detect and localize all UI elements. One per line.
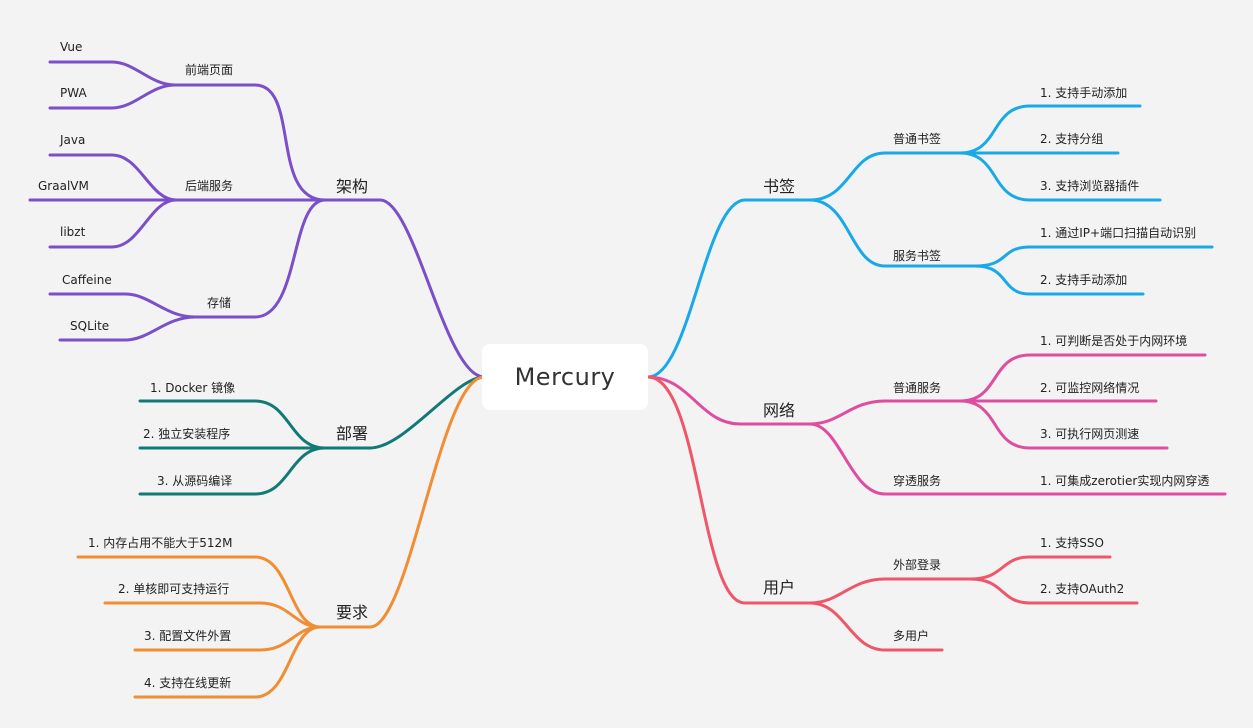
leaf-libzt[interactable]: libzt <box>60 225 86 239</box>
leaf-online-update[interactable]: 4. 支持在线更新 <box>144 676 232 690</box>
leaf-config[interactable]: 3. 配置文件外置 <box>144 629 232 643</box>
users-connectors <box>646 375 1139 652</box>
leaf-oauth2[interactable]: 2. 支持OAuth2 <box>1040 582 1125 596</box>
node-service-bookmarks[interactable]: 服务书签 <box>893 249 942 263</box>
leaf-caffeine[interactable]: Caffeine <box>62 273 112 287</box>
leaf-network-monitor[interactable]: 2. 可监控网络情况 <box>1040 381 1140 395</box>
branch-bookmarks[interactable]: 书签 <box>763 177 796 196</box>
node-external-login[interactable]: 外部登录 <box>893 558 942 572</box>
node-normal-service[interactable]: 普通服务 <box>893 381 942 395</box>
bookmarks-connectors <box>646 104 1214 379</box>
leaf-graalvm[interactable]: GraalVM <box>38 179 89 193</box>
leaf-vue[interactable]: Vue <box>60 40 83 54</box>
leaf-java[interactable]: Java <box>60 133 86 147</box>
leaf-ip-scan[interactable]: 1. 通过IP+端口扫描自动识别 <box>1040 226 1197 240</box>
leaf-docker[interactable]: 1. Docker 镜像 <box>150 381 236 395</box>
leaf-single-core[interactable]: 2. 单核即可支持运行 <box>118 582 230 596</box>
branch-network[interactable]: 网络 <box>763 401 796 420</box>
architecture-connectors <box>28 60 486 379</box>
node-backend[interactable]: 后端服务 <box>185 179 234 193</box>
branch-architecture[interactable]: 架构 <box>336 177 369 196</box>
leaf-sqlite[interactable]: SQLite <box>70 319 110 333</box>
leaf-source[interactable]: 3. 从源码编译 <box>157 474 233 488</box>
leaf-sso[interactable]: 1. 支持SSO <box>1040 536 1104 550</box>
leaf-installer[interactable]: 2. 独立安装程序 <box>143 427 231 441</box>
root-label: Mercury <box>514 363 616 391</box>
leaf-pwa[interactable]: PWA <box>60 86 87 100</box>
branch-deployment[interactable]: 部署 <box>336 424 369 443</box>
leaf-speed-test[interactable]: 3. 可执行网页测速 <box>1040 427 1140 441</box>
leaf-browser-plugin[interactable]: 3. 支持浏览器插件 <box>1040 179 1140 193</box>
leaf-memory[interactable]: 1. 内存占用不能大于512M <box>88 536 233 550</box>
requirements-connectors <box>76 375 486 699</box>
node-frontend[interactable]: 前端页面 <box>185 63 234 77</box>
leaf-grouping[interactable]: 2. 支持分组 <box>1040 132 1104 146</box>
root-node[interactable]: Mercury <box>482 344 648 410</box>
node-normal-bookmarks[interactable]: 普通书签 <box>893 132 942 146</box>
leaf-intranet-detect[interactable]: 1. 可判断是否处于内网环境 <box>1040 334 1188 348</box>
leaf-zerotier[interactable]: 1. 可集成zerotier实现内网穿透 <box>1040 474 1210 488</box>
deployment-connectors <box>138 375 486 496</box>
leaf-manual-add[interactable]: 1. 支持手动添加 <box>1040 86 1128 100</box>
leaf-service-manual-add[interactable]: 2. 支持手动添加 <box>1040 273 1128 287</box>
node-multi-user[interactable]: 多用户 <box>893 629 930 643</box>
branch-users[interactable]: 用户 <box>763 578 796 597</box>
branch-requirements[interactable]: 要求 <box>336 603 369 622</box>
network-connectors <box>646 353 1227 496</box>
node-penetration-service[interactable]: 穿透服务 <box>893 474 942 488</box>
node-storage[interactable]: 存储 <box>207 296 232 310</box>
